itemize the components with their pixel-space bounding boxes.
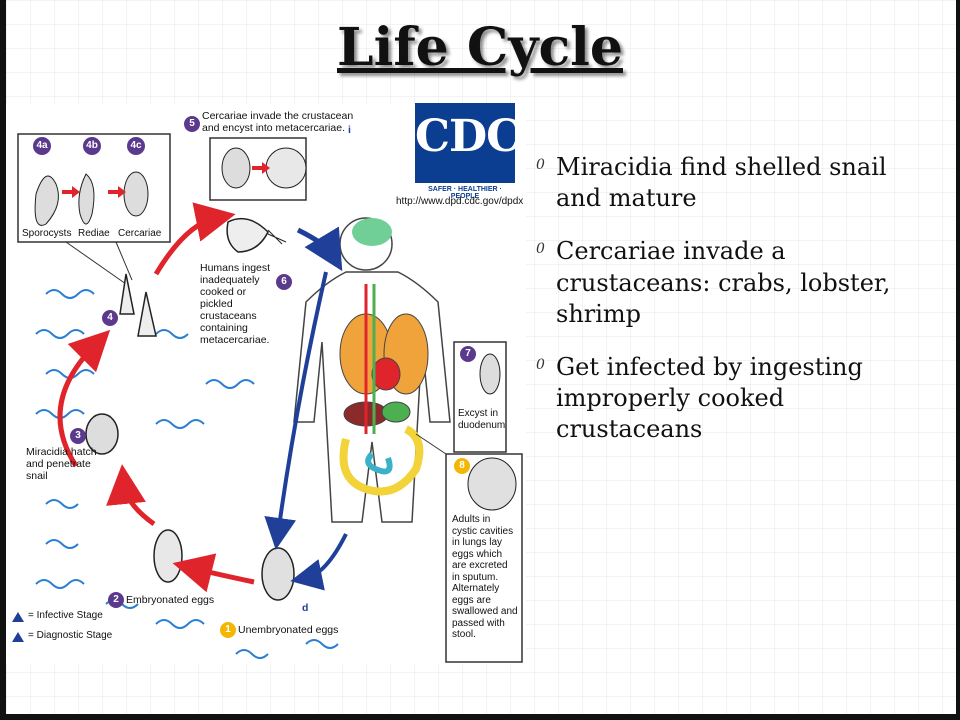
small-intestine-shape (365, 451, 393, 475)
arrow-1-to-2 (172, 553, 255, 593)
stomach-shape (381, 401, 411, 423)
cdc-tagline: SAFER · HEALTHIER · PEOPLE (428, 186, 502, 200)
bullet-marker: 0 (536, 356, 545, 373)
step-2-number: 2 (108, 592, 124, 608)
step-7-label: Excyst in duodenum (458, 408, 506, 431)
snail-drawings (119, 273, 157, 337)
water-waves (35, 289, 339, 659)
cdc-url: http://www.dpd.cdc.gov/dpdx (396, 196, 524, 207)
step-8-label: Adults in cystic cavities in lungs lay e… (452, 514, 518, 640)
diagnostic-d-symbol: d (302, 602, 309, 614)
unembryonated-egg-drawing (261, 547, 295, 601)
miracidium-drawing (85, 413, 119, 455)
life-cycle-svg (12, 133, 523, 663)
stage-4-organisms (34, 171, 149, 226)
step-4-number: 4 (102, 310, 118, 326)
slide-right-border (956, 0, 960, 720)
step-8-number: 8 (454, 458, 470, 474)
infective-i-symbol: i (348, 124, 351, 136)
arrow-6-to-human (296, 226, 343, 272)
step-1-label: Unembryonated eggs (238, 624, 339, 636)
bullet-marker: 0 (536, 241, 545, 258)
rediae-label: Rediae (78, 228, 110, 239)
stage-4b-label: 4b (86, 140, 98, 151)
bullet-marker: 0 (536, 157, 545, 173)
step-3-label: Miracidia hatch and penetrate snail (26, 446, 97, 483)
sporocysts-label: Sporocysts (22, 228, 72, 239)
arrow-human-to-1 (264, 271, 328, 550)
step-6-number: 6 (276, 274, 292, 290)
step-6-label: Humans ingest inadequately cooked or pic… (200, 262, 271, 347)
arrow-4-to-5 (153, 202, 236, 276)
arrow-stool-to-1 (290, 533, 348, 591)
step-2-label: Embryonated eggs (126, 594, 215, 606)
brain-shape (352, 218, 392, 246)
bullet-list: 0 Miracidia find shelled snail and matur… (536, 152, 936, 468)
stage-4a-label: 4a (36, 140, 48, 151)
heart-shape (371, 357, 401, 391)
slide-left-border (0, 0, 6, 720)
cdc-logo-text: CDC (415, 111, 521, 162)
bullet-text: Cercariae invade a crustaceans: crabs, l… (556, 237, 891, 328)
crustacean-drawing (226, 217, 269, 253)
arrow-2-to-3 (106, 464, 156, 527)
step-1-number: 1 (220, 622, 236, 638)
step-5-number: 5 (184, 116, 200, 132)
bullet-text: Miracidia find shelled snail and mature (556, 153, 887, 213)
slide-title: Life Cycle (337, 17, 623, 78)
stage-4c-label: 4c (130, 140, 142, 151)
bullet-item: 0 Cercariae invade a crustaceans: crabs,… (536, 236, 936, 330)
bullet-text: Get infected by ingesting improperly coo… (556, 352, 863, 444)
cercariae-label: Cercariae (118, 228, 162, 239)
slide-bottom-border (0, 714, 960, 720)
large-intestine-shape (339, 425, 424, 496)
step-7-number: 7 (460, 346, 476, 362)
cdc-logo: CDC (415, 103, 521, 183)
legend-infective-label: = Infective Stage (28, 610, 103, 621)
embryonated-egg-drawing (153, 529, 183, 583)
arrow-3-to-4 (57, 329, 111, 468)
legend-diagnostic-label: = Diagnostic Stage (28, 630, 113, 641)
bullet-item: 0 Miracidia find shelled snail and matur… (536, 152, 936, 214)
bullet-item: 0 Get infected by ingesting improperly c… (536, 352, 936, 446)
step-5-label: Cercariae invade the crustacean and ency… (202, 110, 354, 135)
step-3-number: 3 (70, 428, 86, 444)
life-cycle-diagram: 5 Cercariae invade the crustacean and en… (6, 104, 526, 664)
